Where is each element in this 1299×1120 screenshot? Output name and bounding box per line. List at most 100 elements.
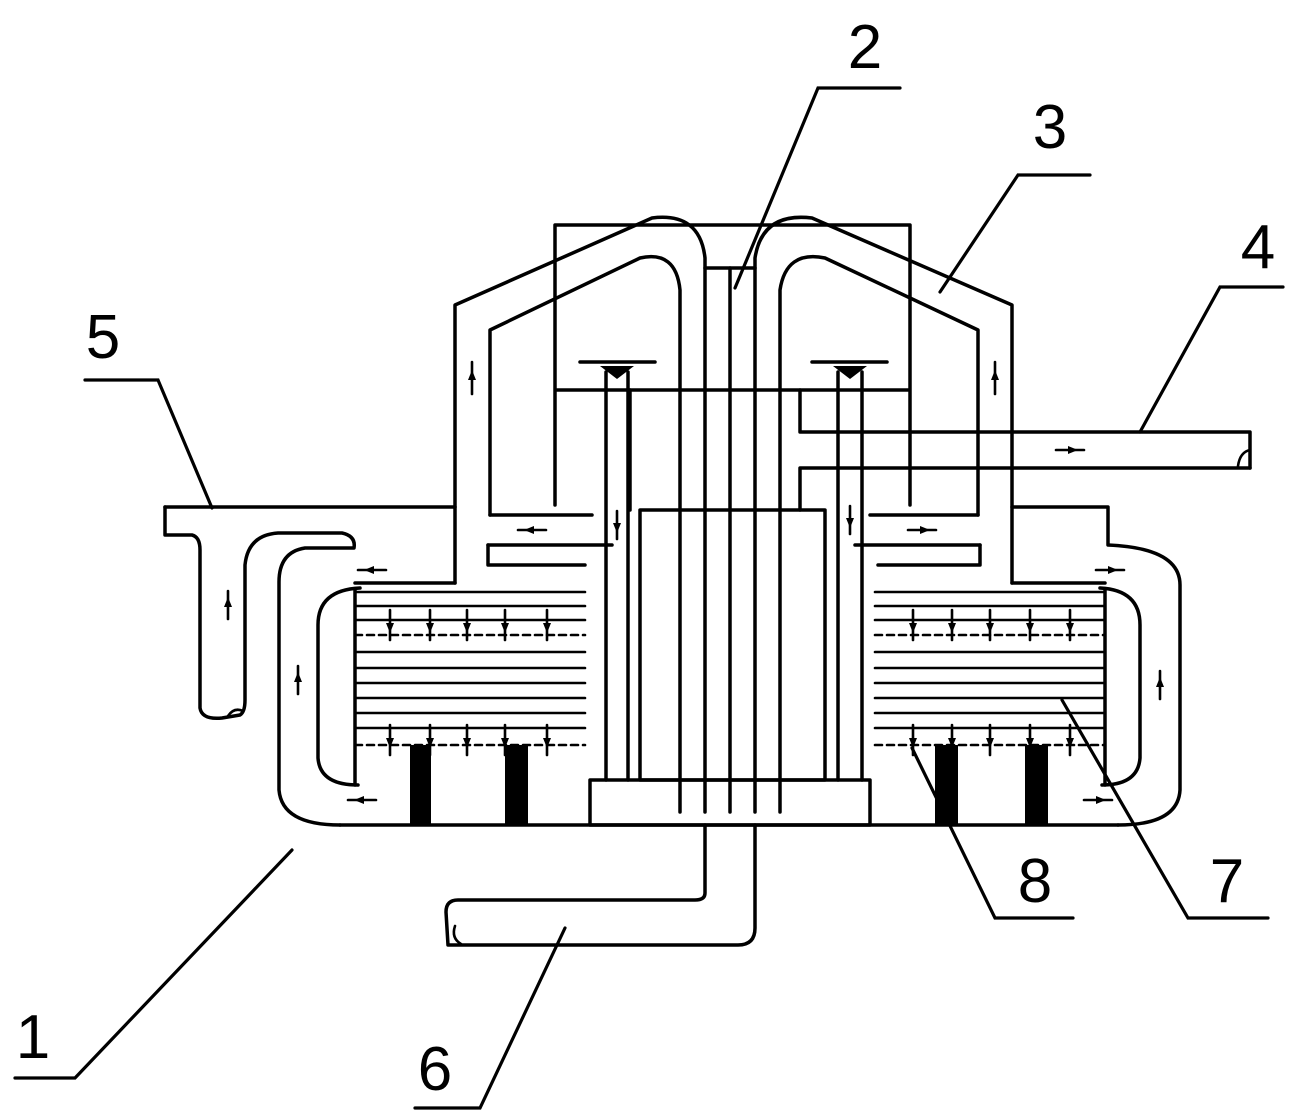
flow-arrow-head [909, 738, 917, 748]
flow-arrow [613, 509, 621, 541]
flow-arrow [386, 723, 394, 757]
bent-pipe-right-outer [753, 215, 1014, 814]
flow-arrow [501, 608, 509, 642]
label-8: 8 [1018, 847, 1052, 916]
bent-pipe-right-inner [778, 255, 980, 814]
support-left-1 [410, 745, 431, 825]
leader-line-2 [733, 86, 902, 290]
part-labels: 1 2 3 4 5 6 7 8 [16, 13, 1275, 1104]
pipe-bottom-inlet [444, 823, 757, 947]
pipe-right-outlet-top [798, 388, 1252, 470]
flow-arrow-head [354, 796, 364, 804]
flow-arrow [386, 608, 394, 642]
flow-arrow-head [1066, 738, 1074, 748]
leader-line-5 [83, 378, 214, 510]
flow-arrow [346, 796, 378, 804]
upper-housing-outline [553, 223, 912, 507]
bent-pipe-left-outer [453, 215, 707, 814]
flow-arrow-head [613, 523, 621, 533]
lower-housing [163, 505, 1182, 827]
label-5: 5 [86, 303, 120, 372]
label-7: 7 [1210, 847, 1244, 916]
support-left-2 [505, 745, 528, 825]
flow-arrow-head [543, 738, 551, 748]
label-4: 4 [1241, 213, 1275, 282]
flow-arrow-head [986, 623, 994, 633]
inner-wall-left [316, 586, 362, 787]
label-1: 1 [16, 1003, 50, 1072]
flow-arrow-head [501, 738, 509, 748]
flow-arrow-head [426, 738, 434, 748]
bent-pipe-left-inner [488, 255, 682, 814]
leader-line-4 [1138, 285, 1285, 434]
channel-left-lower [486, 543, 587, 567]
flow-arrow [948, 608, 956, 642]
support-right-1 [935, 745, 958, 825]
flow-arrow-head [991, 370, 999, 380]
leader-line-3 [938, 173, 1092, 294]
flow-arrow [463, 608, 471, 642]
flow-arrow [1066, 608, 1074, 642]
flow-arrow [426, 608, 434, 642]
leader-line-6 [413, 926, 567, 1110]
flow-arrow-head [1026, 738, 1034, 748]
flow-arrow [356, 566, 388, 574]
flow-arrow-head [948, 738, 956, 748]
bent-pipes [453, 215, 1014, 814]
flow-arrow [543, 608, 551, 642]
flow-arrow-head [1068, 446, 1078, 454]
flow-arrow [1026, 608, 1034, 642]
fin-stacks [353, 590, 1107, 747]
flow-arrow [1066, 723, 1074, 757]
flow-arrow-head [524, 526, 534, 534]
valve-right-triangle [833, 366, 867, 379]
flow-arrow-head [463, 623, 471, 633]
flow-arrow [986, 608, 994, 642]
flow-arrow-head [364, 566, 374, 574]
flow-arrow-head [1066, 623, 1074, 633]
core-block [638, 508, 827, 782]
flow-arrow-head [426, 623, 434, 633]
label-2: 2 [848, 13, 882, 82]
upper-housing [553, 223, 912, 512]
flow-arrow [224, 589, 232, 621]
flow-arrow-head [909, 623, 917, 633]
flow-arrow-head [986, 738, 994, 748]
flow-arrow [1156, 669, 1164, 701]
pipe-left-outlet-and-housing-left-wall [163, 505, 356, 827]
channel-right-lower [876, 543, 982, 567]
flow-arrow-head [543, 623, 551, 633]
flow-arrow-head [224, 597, 232, 607]
flow-arrow [543, 723, 551, 757]
flow-arrow [426, 723, 434, 757]
leader-line-1 [13, 848, 294, 1080]
flow-arrow-head [1026, 623, 1034, 633]
flow-arrow [991, 360, 999, 396]
flow-arrow-head [1096, 796, 1106, 804]
label-3: 3 [1033, 93, 1067, 162]
flow-arrow-head [920, 526, 930, 534]
flow-arrow-head [468, 370, 476, 380]
flow-arrow-head [463, 738, 471, 748]
flow-arrow-head [294, 672, 302, 682]
flow-arrow [1026, 723, 1034, 757]
flow-arrow-head [948, 623, 956, 633]
valve-left-triangle [600, 366, 634, 379]
flow-arrow-head [501, 623, 509, 633]
flow-arrow [501, 723, 509, 757]
flow-arrow [986, 723, 994, 757]
pipe-right-outlet [798, 388, 1252, 512]
flow-arrow [846, 504, 854, 536]
leader-line-8 [910, 746, 1075, 920]
flow-arrow [516, 526, 548, 534]
flow-arrow [1082, 796, 1114, 804]
valve-right [810, 360, 889, 782]
flow-arrow [1054, 446, 1086, 454]
flow-arrow-head [1108, 566, 1118, 574]
flow-arrow [294, 664, 302, 696]
pipe-left-outlet-end-curl [226, 708, 245, 718]
channels [353, 513, 1107, 585]
flow-arrow [468, 360, 476, 396]
flow-arrows [224, 360, 1164, 804]
